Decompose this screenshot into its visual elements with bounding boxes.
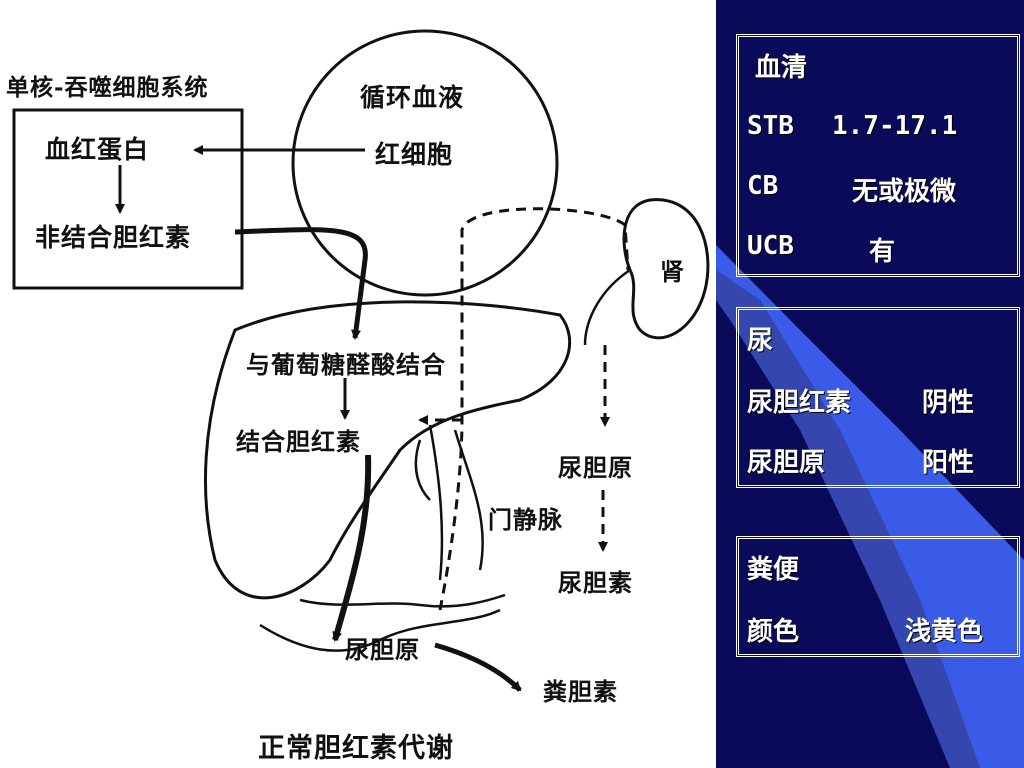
stool-row-value: 浅黄色 [905,617,984,647]
serum-row-stb: STB 1.7-17.1 [747,111,957,141]
serum-row-value: 1.7-17.1 [832,111,958,141]
liver-outline [204,300,572,600]
stool-row-color: 颜色 浅黄色 [747,611,983,648]
urine-row-name: 尿胆红素 [747,388,852,418]
dashed-enterohepatic-path [438,207,630,611]
urine-row-name: 尿胆原 [747,448,826,478]
circulating-blood-circle [291,29,559,297]
circulating-blood-label: 循环血液 [360,83,465,112]
stercobilin-label: 粪胆素 [543,677,618,706]
diagram-caption: 正常胆红素代谢 [258,733,454,764]
urine-row-value: 阳性 [922,448,975,478]
serum-row-cb: CB 无或极微 [747,171,956,207]
portal-vein-lines [414,424,484,581]
urobilin-label: 尿胆素 [558,568,633,597]
urine-row-bilirubin: 尿胆红素 阴性 [747,382,974,419]
stool-panel: 粪便 颜色 浅黄色 [736,536,1020,657]
serum-title: 血清 [755,53,808,83]
arrow-cb-to-intestine [332,454,372,642]
phagocyte-system-box [12,108,244,290]
serum-row-name: CB [747,171,779,201]
urine-row-value: 阴性 [922,388,975,418]
urine-title: 尿 [747,326,774,356]
urine-row-urobilinogen: 尿胆原 阳性 [747,442,974,479]
phagocyte-system-label: 单核-吞噬细胞系统 [6,74,209,101]
kidney-shape [622,198,710,340]
stool-title: 粪便 [747,555,800,585]
ureter-line [583,268,631,346]
serum-row-value: 有 [869,237,896,267]
serum-row-name: STB [747,111,794,141]
hemoglobin-label: 血红蛋白 [45,135,150,164]
conjugated-bilirubin-label: 结合胆红素 [236,427,361,456]
diagram-drawing [12,29,710,692]
intestinal-urobilinogen-label: 尿胆原 [345,635,420,664]
kidney-label: 肾 [660,257,685,286]
red-blood-cell-label: 红细胞 [375,140,454,169]
unconjugated-bilirubin-label: 非结合胆红素 [35,223,192,252]
urine-panel: 尿 尿胆红素 阴性 尿胆原 阳性 [736,307,1020,488]
serum-row-value: 无或极微 [852,177,957,207]
arrow-urobilinogen-to-stercobilin [434,642,522,692]
serum-panel: 血清 STB 1.7-17.1 CB 无或极微 UCB 有 [736,34,1020,277]
bilirubin-metabolism-diagram: 单核-吞噬细胞系统 循环血液 红细胞 血红蛋白 非结合胆红素 肾 与葡萄糖醛酸结… [0,0,716,768]
intestine-outline [259,593,506,652]
glucuronide-conjugation-label: 与葡萄糖醛酸结合 [246,350,446,379]
stool-row-name: 颜色 [747,617,800,647]
arrow-ucb-to-liver [234,227,368,340]
serum-row-ucb: UCB 有 [747,231,895,267]
portal-vein-label: 门静脉 [488,505,563,534]
urine-urobilinogen-label: 尿胆原 [558,453,633,482]
serum-row-name: UCB [747,231,794,261]
